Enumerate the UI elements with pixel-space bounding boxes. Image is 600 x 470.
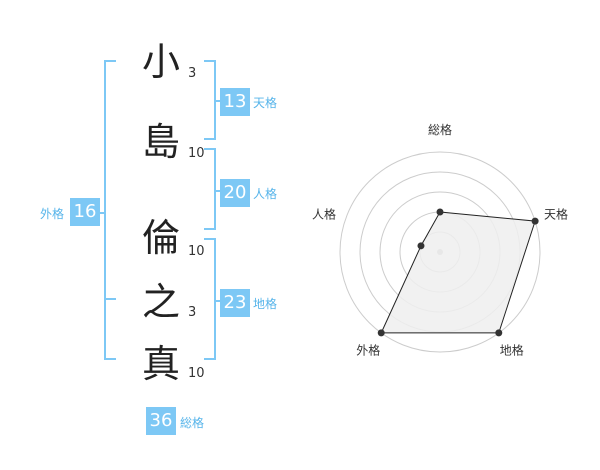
- radar-point-2: [495, 329, 503, 337]
- radar-point-3: [377, 329, 385, 337]
- name-char-3: 倫: [141, 216, 180, 260]
- stroke-count-4: 3: [188, 305, 197, 320]
- radar-point-0: [436, 208, 444, 216]
- stroke-count-3: 10: [188, 244, 205, 259]
- radar-grid-ring-5: [339, 151, 541, 353]
- radar-axis-label-1: 天格: [544, 206, 568, 221]
- name-char-4: 之: [141, 280, 180, 324]
- tenkaku-label: 天格: [253, 96, 278, 110]
- radar-point-4: [417, 242, 425, 250]
- chikaku-bracket-tick: [216, 300, 222, 302]
- radar-points: [377, 208, 539, 337]
- radar-axis-label-2: 地格: [500, 343, 524, 358]
- radar-axis-label-0: 総格: [428, 122, 452, 137]
- soukaku-value: 36: [146, 407, 176, 435]
- gaikaku-label: 外格: [40, 207, 65, 221]
- jinkaku-value: 20: [220, 179, 250, 207]
- stroke-count-2: 10: [188, 146, 205, 161]
- name-char-2: 島: [141, 120, 180, 164]
- tenkaku-value: 13: [220, 88, 250, 116]
- radar-axis-label-4: 人格: [312, 206, 336, 221]
- soukaku-label: 総格: [180, 416, 205, 430]
- chikaku-value: 23: [220, 289, 250, 317]
- tenkaku-bracket: [204, 60, 216, 140]
- radar-series-polygon: [380, 211, 536, 334]
- jinkaku-bracket: [204, 148, 216, 230]
- chikaku-label: 地格: [253, 297, 278, 311]
- stroke-count-5: 10: [188, 366, 205, 381]
- radar-point-1: [531, 217, 539, 225]
- radar-axis-label-3: 外格: [356, 343, 380, 358]
- gaikaku-bracket-divider: [104, 298, 116, 300]
- gaikaku-value: 16: [70, 198, 100, 226]
- name-char-5: 真: [141, 342, 180, 386]
- stroke-count-1: 3: [188, 66, 197, 81]
- gaikaku-bracket: [104, 60, 116, 360]
- jinkaku-bracket-tick: [216, 190, 222, 192]
- jinkaku-label: 人格: [253, 187, 278, 201]
- chikaku-bracket: [204, 238, 216, 360]
- tenkaku-bracket-tick: [216, 100, 222, 102]
- name-char-1: 小: [141, 40, 180, 84]
